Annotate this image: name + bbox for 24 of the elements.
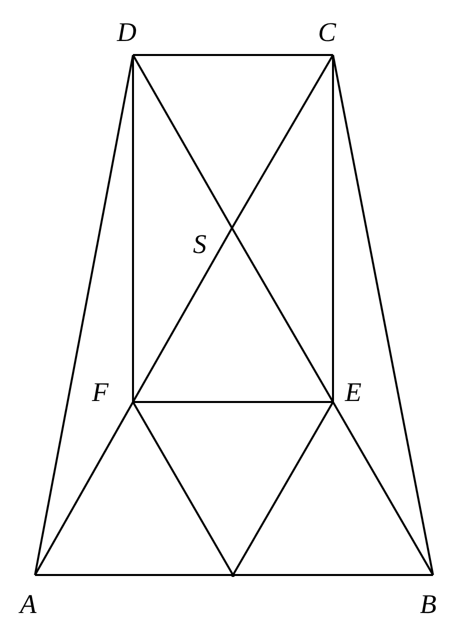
line-segment [332,55,334,402]
line-segment [233,574,433,576]
line-segment [132,402,234,576]
vertex-point [231,573,235,577]
point-label: F [92,378,108,406]
line-segment [34,54,134,576]
line-segment [35,574,233,576]
line-segment [132,54,233,228]
line-segment [332,54,434,576]
line-segment [232,402,334,576]
line-segment [231,54,334,228]
point-label: C [318,18,336,46]
point-label: B [420,590,436,618]
line-segment [133,54,333,56]
point-label: A [20,590,36,618]
line-segment [34,402,134,576]
line-segment [132,55,134,402]
point-label: S [193,230,206,258]
point-label: D [117,18,136,46]
point-label: E [345,378,362,406]
line-segment [231,228,334,402]
line-segment [133,401,333,403]
line-segment [132,228,233,402]
line-segment [332,402,434,576]
